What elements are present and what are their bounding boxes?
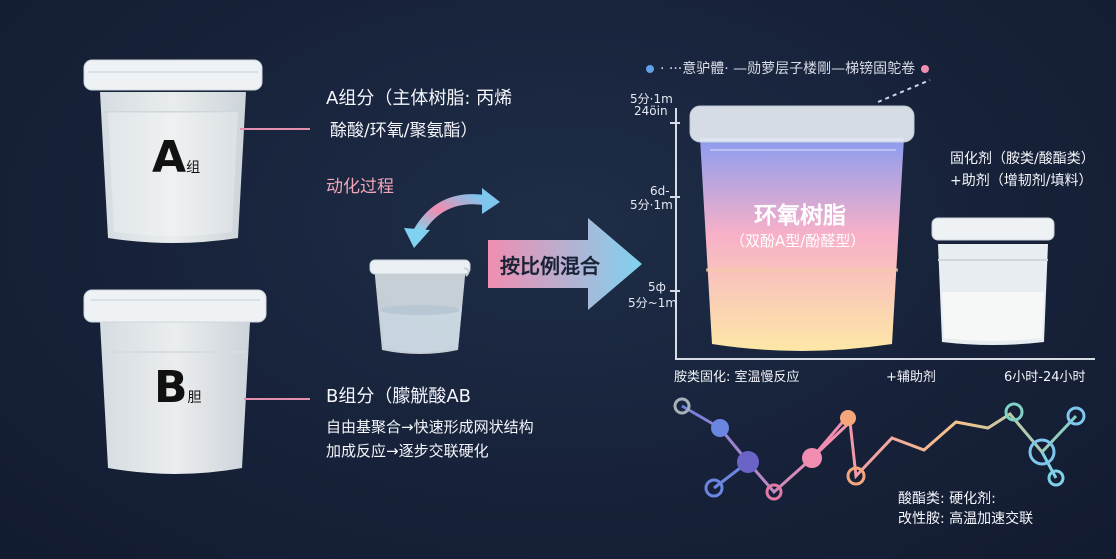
hardener-line1: 固化剂（胺类/酸酯类） <box>950 151 1095 167</box>
tick-mid <box>670 196 680 198</box>
axis-label-1: 胺类固化: 室温慢反应 <box>674 370 800 385</box>
connector-b <box>244 398 310 400</box>
legend-dot-blue <box>646 65 654 73</box>
a-component-line2: 酴酸/环氧/聚氨酯） <box>330 121 478 141</box>
legend-dot-pink <box>921 65 930 73</box>
b-component-title: B组分（朦觥酸AB <box>326 386 472 407</box>
axis-label-2: +辅助剂 <box>886 370 936 385</box>
x-axis <box>675 358 1095 360</box>
hardener-line2: +助剂（增韧剂/填料） <box>950 173 1093 189</box>
tick-label-mid-1: 6d- <box>650 184 670 198</box>
axis-label-3: 6小时-24小时 <box>1004 370 1086 385</box>
legend-text: · ···意驴體· —勋萝层子楼剛—梯镑固鸵卷 <box>660 61 916 77</box>
y-axis <box>675 108 677 360</box>
bucket-b-letter: B <box>154 362 188 413</box>
bucket-a <box>83 59 263 243</box>
tick-label-low-2: 5分~1m <box>628 296 678 310</box>
a-component-title: A组分（主体树脂: 丙烯 <box>326 88 513 109</box>
connector-a <box>240 128 310 130</box>
mix-arrow <box>488 218 642 310</box>
process-label: 动化过程 <box>326 177 394 197</box>
b-component-line2: 自由基聚合→快速形成网状结构 <box>326 418 534 436</box>
bucket-b-sub: 胆 <box>187 390 202 406</box>
hardener-jar <box>931 217 1055 345</box>
bucket-a-letter: A <box>152 132 187 183</box>
mix-label: 按比例混合 <box>500 254 600 278</box>
top-legend: · ···意驴體· —勋萝层子楼剛—梯镑固鸵卷 <box>646 58 930 78</box>
tick-top <box>670 122 680 124</box>
resin-subtitle: （双酚A型/酚醛型） <box>730 232 866 250</box>
mixing-cup <box>369 259 471 354</box>
bottom-line1: 酸酯类: 硬化剂: <box>898 491 996 507</box>
tick-label-low-1: 5ф <box>648 280 666 294</box>
resin-bucket <box>689 105 915 351</box>
dashed-pointer <box>877 79 931 103</box>
curved-arrow-icon <box>404 188 500 248</box>
tick-label-mid-2: 5分·1m <box>630 198 673 212</box>
bucket-a-label: A组 <box>152 132 200 183</box>
resin-title: 环氧树脂 <box>754 203 846 229</box>
tick-label-top-1: 5分·1m <box>630 92 673 106</box>
b-component-line3: 加成反应→逐步交联硬化 <box>326 442 489 460</box>
bucket-b <box>83 289 267 474</box>
bottom-line2: 改性胺: 高温加速交联 <box>898 511 1034 527</box>
bucket-a-sub: 组 <box>186 160 201 176</box>
bucket-b-label: B胆 <box>154 362 202 413</box>
tick-label-top-2: 24öin <box>634 104 668 118</box>
molecule-network <box>673 397 1086 501</box>
tick-low <box>670 290 680 292</box>
